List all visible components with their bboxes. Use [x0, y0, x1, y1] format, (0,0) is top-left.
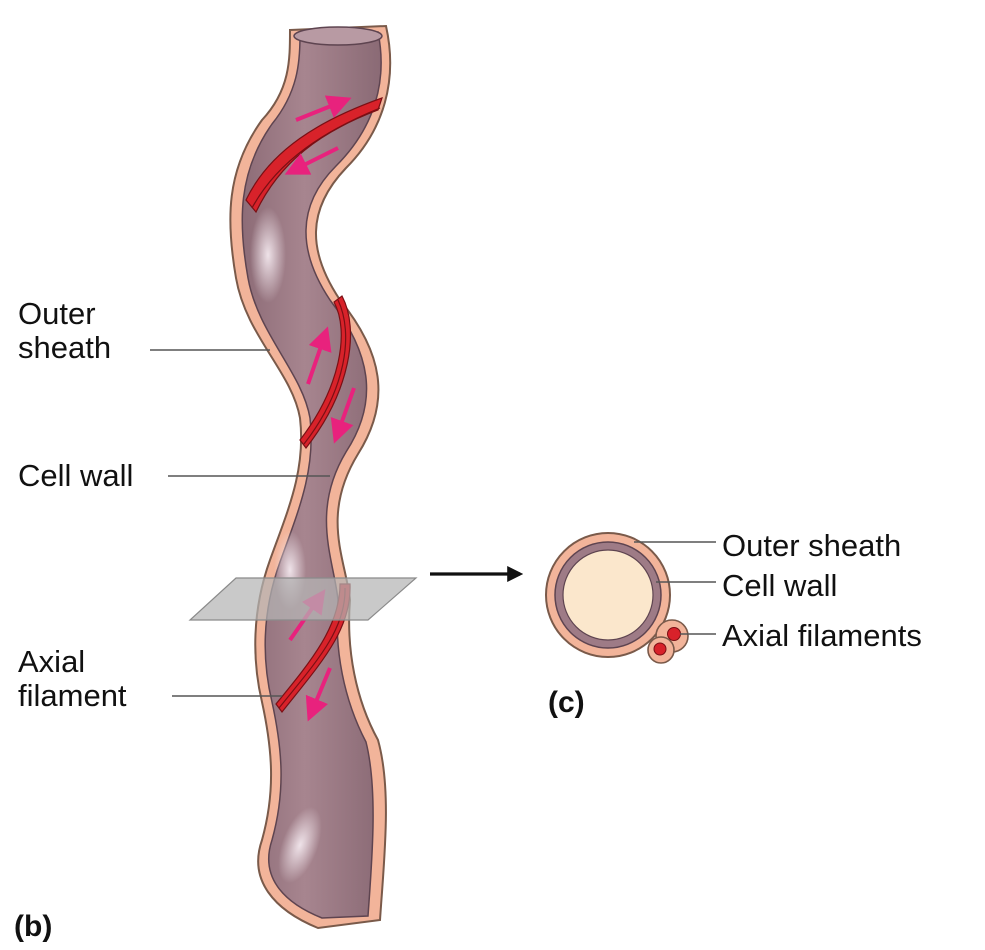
- axial-filament-dot: [654, 643, 666, 655]
- cell-highlight: [250, 207, 286, 303]
- cross-section: [546, 533, 688, 663]
- cross-section-interior: [563, 550, 653, 640]
- cell-wall-label: Cell wall: [18, 458, 133, 493]
- c-cell-wall-label: Cell wall: [722, 568, 837, 603]
- section-plane: [190, 578, 416, 620]
- spirochete-cell: [190, 26, 416, 928]
- c-outer-sheath-label: Outer sheath: [722, 528, 901, 563]
- panel-c-letter: (c): [548, 686, 585, 719]
- cell-cut-end: [294, 27, 382, 45]
- axial-filament-label: filament: [18, 678, 127, 713]
- outer-sheath-label: Outer: [18, 296, 96, 331]
- c-axial-filaments-label: Axial filaments: [722, 618, 922, 653]
- axial-filament-label: Axial: [18, 644, 85, 679]
- axial-filament-dot: [668, 628, 681, 641]
- cell-body: [242, 32, 381, 918]
- panel-b-letter: (b): [14, 910, 52, 943]
- outer-sheath-label: sheath: [18, 330, 111, 365]
